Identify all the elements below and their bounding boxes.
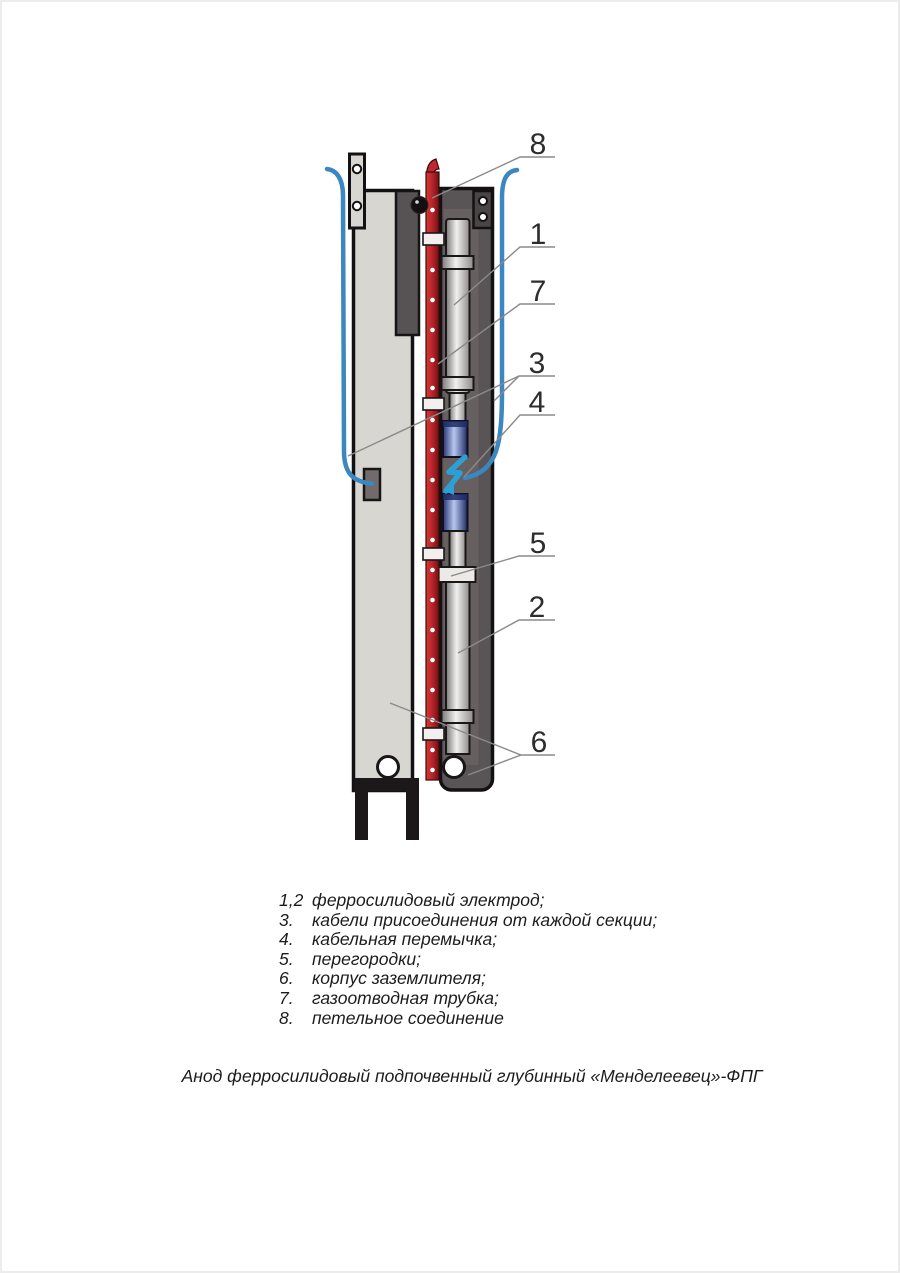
leader-4 <box>463 414 555 478</box>
legend-item-text: петельное соединение <box>312 1007 504 1028</box>
bracket-hole <box>478 212 488 222</box>
callout-7: 7 <box>530 275 547 308</box>
tube-clamps <box>422 232 445 741</box>
electrode-collar <box>440 709 475 724</box>
anode-diagram: 8 1 7 3 4 5 2 6 <box>324 128 555 840</box>
legend-item-text: кабельная перемычка; <box>312 929 498 950</box>
figure-legend: 1,2 ферросилидовый электрод; 3. кабели п… <box>279 890 699 1029</box>
electrode-section-1 <box>440 218 475 458</box>
legend-item: 3. кабели присоединения от каждой секции… <box>279 909 699 931</box>
section-cable-left <box>324 166 375 486</box>
legend-item: 5. перегородки; <box>279 948 699 970</box>
leader-6b <box>467 754 522 776</box>
legend-item-number: 8. <box>279 1007 294 1028</box>
legend-item: 1,2 ферросилидовый электрод; <box>279 890 699 911</box>
legend-item-text: ферросилидовый электрод; <box>312 890 545 910</box>
casing-edge-strip <box>394 189 421 337</box>
legend-item-number: 3. <box>279 909 294 930</box>
callout-6: 6 <box>531 726 548 759</box>
casing-left-half <box>348 152 421 840</box>
leader-lines <box>347 156 555 776</box>
legend-item: 7. газоотводная трубка; <box>279 987 699 1009</box>
bracket-hole <box>478 196 488 206</box>
legend-item-text: кабели присоединения от каждой секции; <box>312 909 658 930</box>
gas-vent-tube <box>422 158 445 781</box>
cable-jumper <box>443 454 468 495</box>
lug-hole <box>351 200 363 212</box>
leader-2 <box>457 619 555 654</box>
electrode-section-2 <box>440 493 475 755</box>
electrode-collar <box>440 376 475 391</box>
legend-item-number: 7. <box>279 987 294 1008</box>
legend-item: 8. петельное соединение <box>279 1007 699 1029</box>
leader-1 <box>453 246 555 306</box>
callout-4: 4 <box>529 386 546 419</box>
legend-item-number: 4. <box>279 929 294 950</box>
electrode-collar <box>440 255 475 270</box>
section-cable-right <box>462 167 520 481</box>
loop-connection <box>410 196 429 214</box>
legend-item-number: 6. <box>279 968 294 989</box>
mounting-hole-left <box>376 755 400 779</box>
legend-item-number: 5. <box>279 948 294 969</box>
legend-item-text: газоотводная трубка; <box>312 987 499 1008</box>
figure-caption: Анод ферросилидовый подпочвенный глубинн… <box>181 1066 763 1086</box>
callout-2: 2 <box>529 591 546 624</box>
legend-item: 6. корпус заземлителя; <box>279 969 699 989</box>
callout-5: 5 <box>530 527 547 560</box>
lifting-lug <box>348 152 366 230</box>
lug-hole <box>351 163 363 175</box>
callout-1: 1 <box>530 218 547 251</box>
leader-7 <box>437 303 555 365</box>
support-legs <box>354 778 419 840</box>
legend-item-text: корпус заземлителя; <box>312 968 486 989</box>
leader-5 <box>450 555 555 577</box>
legend-item: 4. кабельная перемычка; <box>279 930 699 950</box>
callout-3: 3 <box>529 347 546 380</box>
mounting-hole-right <box>442 755 466 779</box>
leader-3b <box>493 375 520 402</box>
top-bracket <box>472 189 494 230</box>
tube-holes <box>430 207 435 773</box>
legend-item-text: перегородки; <box>312 948 421 969</box>
leader-8 <box>431 156 555 199</box>
legend-item-number: 1,2 <box>279 890 304 910</box>
callout-8: 8 <box>530 128 547 161</box>
